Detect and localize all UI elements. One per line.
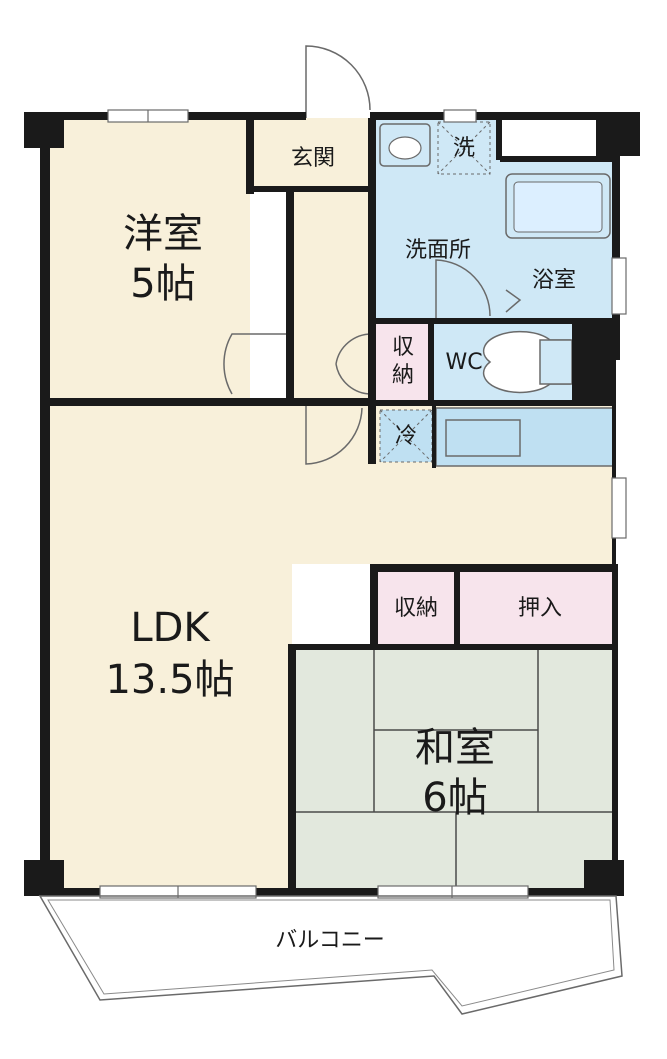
doors xyxy=(223,45,522,465)
storage-lower-floor xyxy=(378,572,454,644)
bathroom-label: 浴室 xyxy=(531,268,576,293)
washer-label: 洗 xyxy=(452,136,475,161)
fixtures xyxy=(379,121,615,467)
western-room-size: 5帖 xyxy=(130,261,196,307)
entrance-label: 玄関 xyxy=(290,146,335,171)
western-room-name: 洋室 xyxy=(123,211,203,257)
closet-floor xyxy=(460,572,614,644)
windows xyxy=(99,109,627,899)
hallway-floor xyxy=(292,190,372,404)
walls xyxy=(24,112,640,896)
closet-label: 押入 xyxy=(517,596,562,621)
japanese-room-floor xyxy=(296,648,614,888)
kitchen-sink xyxy=(445,419,521,457)
ldk-size: 13.5帖 xyxy=(105,657,235,703)
toilet-label: WC xyxy=(445,350,483,375)
storage-lower-label: 収納 xyxy=(393,596,438,621)
storage-upper-text: 収納 xyxy=(391,335,414,388)
entrance-floor xyxy=(250,118,372,190)
japanese-room-name: 和室 xyxy=(415,725,495,771)
storage-upper-label: 収納 xyxy=(378,334,428,390)
storage-upper-floor xyxy=(376,324,430,400)
western-room-floor xyxy=(48,118,250,402)
balcony-outline xyxy=(38,895,623,1015)
washroom-label: 洗面所 xyxy=(404,238,471,263)
tatami-lines xyxy=(296,648,614,888)
japanese-room-size: 6帖 xyxy=(422,775,488,821)
fridge-label: 冷 xyxy=(394,424,417,449)
balcony-label: バルコニー xyxy=(275,928,385,953)
ldk-name: LDK xyxy=(130,605,210,651)
ldk-floor-lower xyxy=(48,560,292,888)
